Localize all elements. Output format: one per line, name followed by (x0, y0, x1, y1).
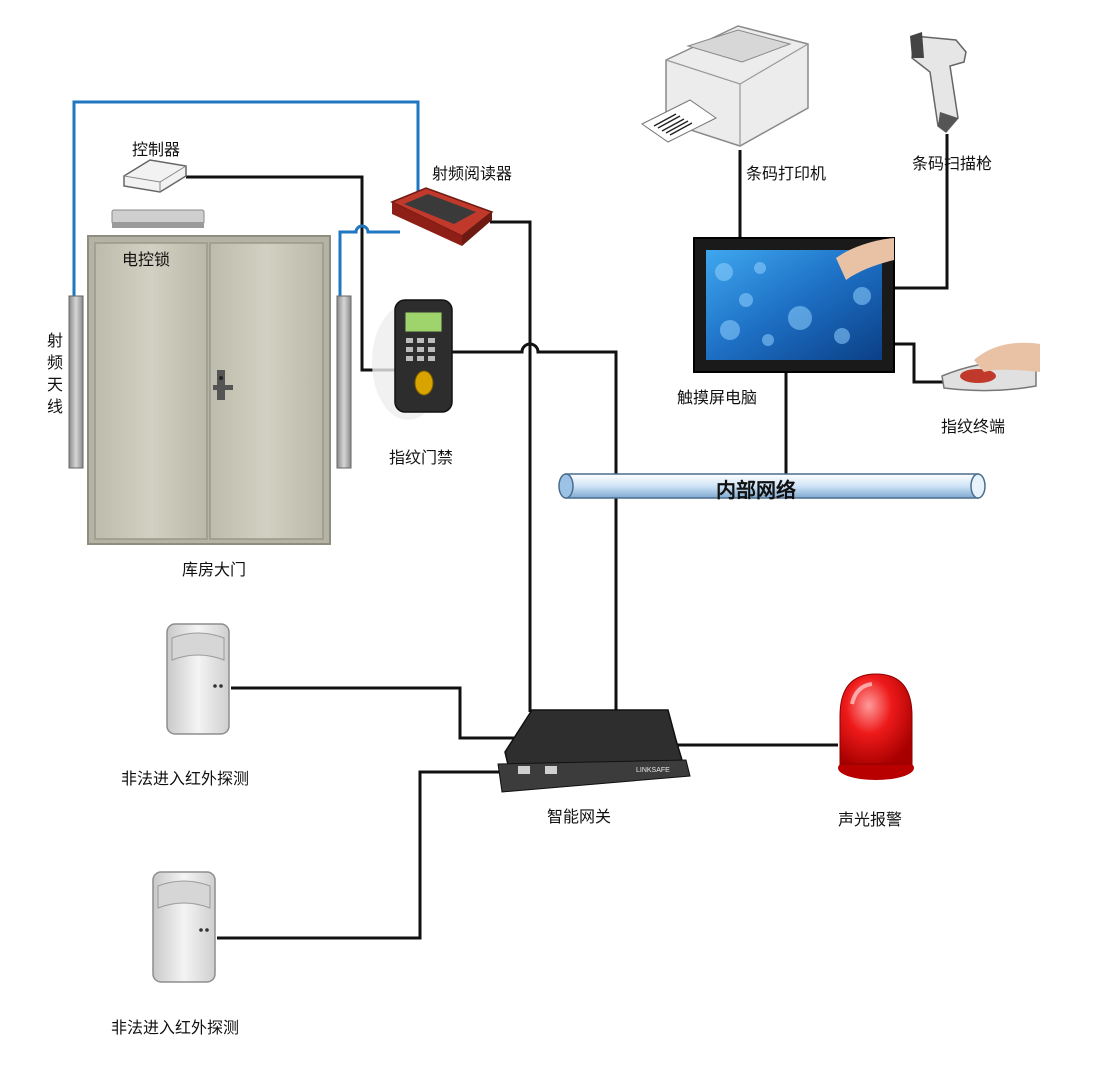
wire-fingerprint-to-network (452, 342, 618, 478)
wire-rf-right-antenna (338, 224, 400, 298)
rf-antenna-right (336, 295, 352, 469)
wire-pc-to-fpterminal (893, 342, 946, 384)
rf-reader-device (390, 187, 494, 246)
label-smart-gateway: 智能网关 (547, 807, 612, 826)
label-internal-network: 内部网络 (716, 478, 796, 502)
label-electric-lock: 电控锁 (122, 250, 171, 269)
label-rf-antenna: 射频天线 (46, 331, 63, 416)
wire-ir1-to-gateway (231, 686, 515, 740)
label-ir-detector-1: 非法进入红外探测 (121, 769, 250, 788)
label-fingerprint-terminal: 指纹终端 (941, 417, 1006, 436)
barcode-printer-device (641, 25, 809, 147)
rf-wiring (72, 100, 420, 298)
label-barcode-printer: 条码打印机 (746, 164, 827, 183)
electric-lock (111, 209, 205, 228)
alarm-light-device (838, 673, 914, 780)
fingerprint-terminal-device (941, 342, 1040, 392)
wire-ir2-to-gateway (217, 770, 505, 940)
barcode-scanner-device (910, 32, 967, 134)
controller-device (123, 159, 187, 193)
wire-rfreader-to-gateway (490, 220, 532, 712)
label-alarm: 声光报警 (838, 810, 903, 829)
label-barcode-scanner: 条码扫描枪 (912, 154, 993, 173)
ir-detector-2-device (152, 871, 216, 983)
internal-network-pipe (558, 473, 986, 499)
label-touchscreen-pc: 触摸屏电脑 (677, 388, 758, 407)
wire-rf-left-antenna (72, 100, 420, 298)
smart-gateway-device: LINKSAFE (497, 709, 691, 793)
rf-antenna-left (68, 295, 84, 469)
label-ir-detector-2: 非法进入红外探测 (111, 1018, 240, 1037)
label-rf-reader: 射频阅读器 (432, 164, 513, 183)
label-warehouse-door: 库房大门 (182, 560, 247, 579)
label-fingerprint-access: 指纹门禁 (389, 448, 454, 467)
warehouse-door (87, 235, 331, 545)
gateway-brand-text: LINKSAFE (636, 767, 670, 774)
ir-detector-1-device (166, 623, 230, 735)
label-controller: 控制器 (132, 140, 181, 159)
touchscreen-pc-device (693, 237, 895, 373)
fingerprint-access-device (372, 299, 453, 420)
wire-scanner-to-pc (893, 134, 949, 290)
